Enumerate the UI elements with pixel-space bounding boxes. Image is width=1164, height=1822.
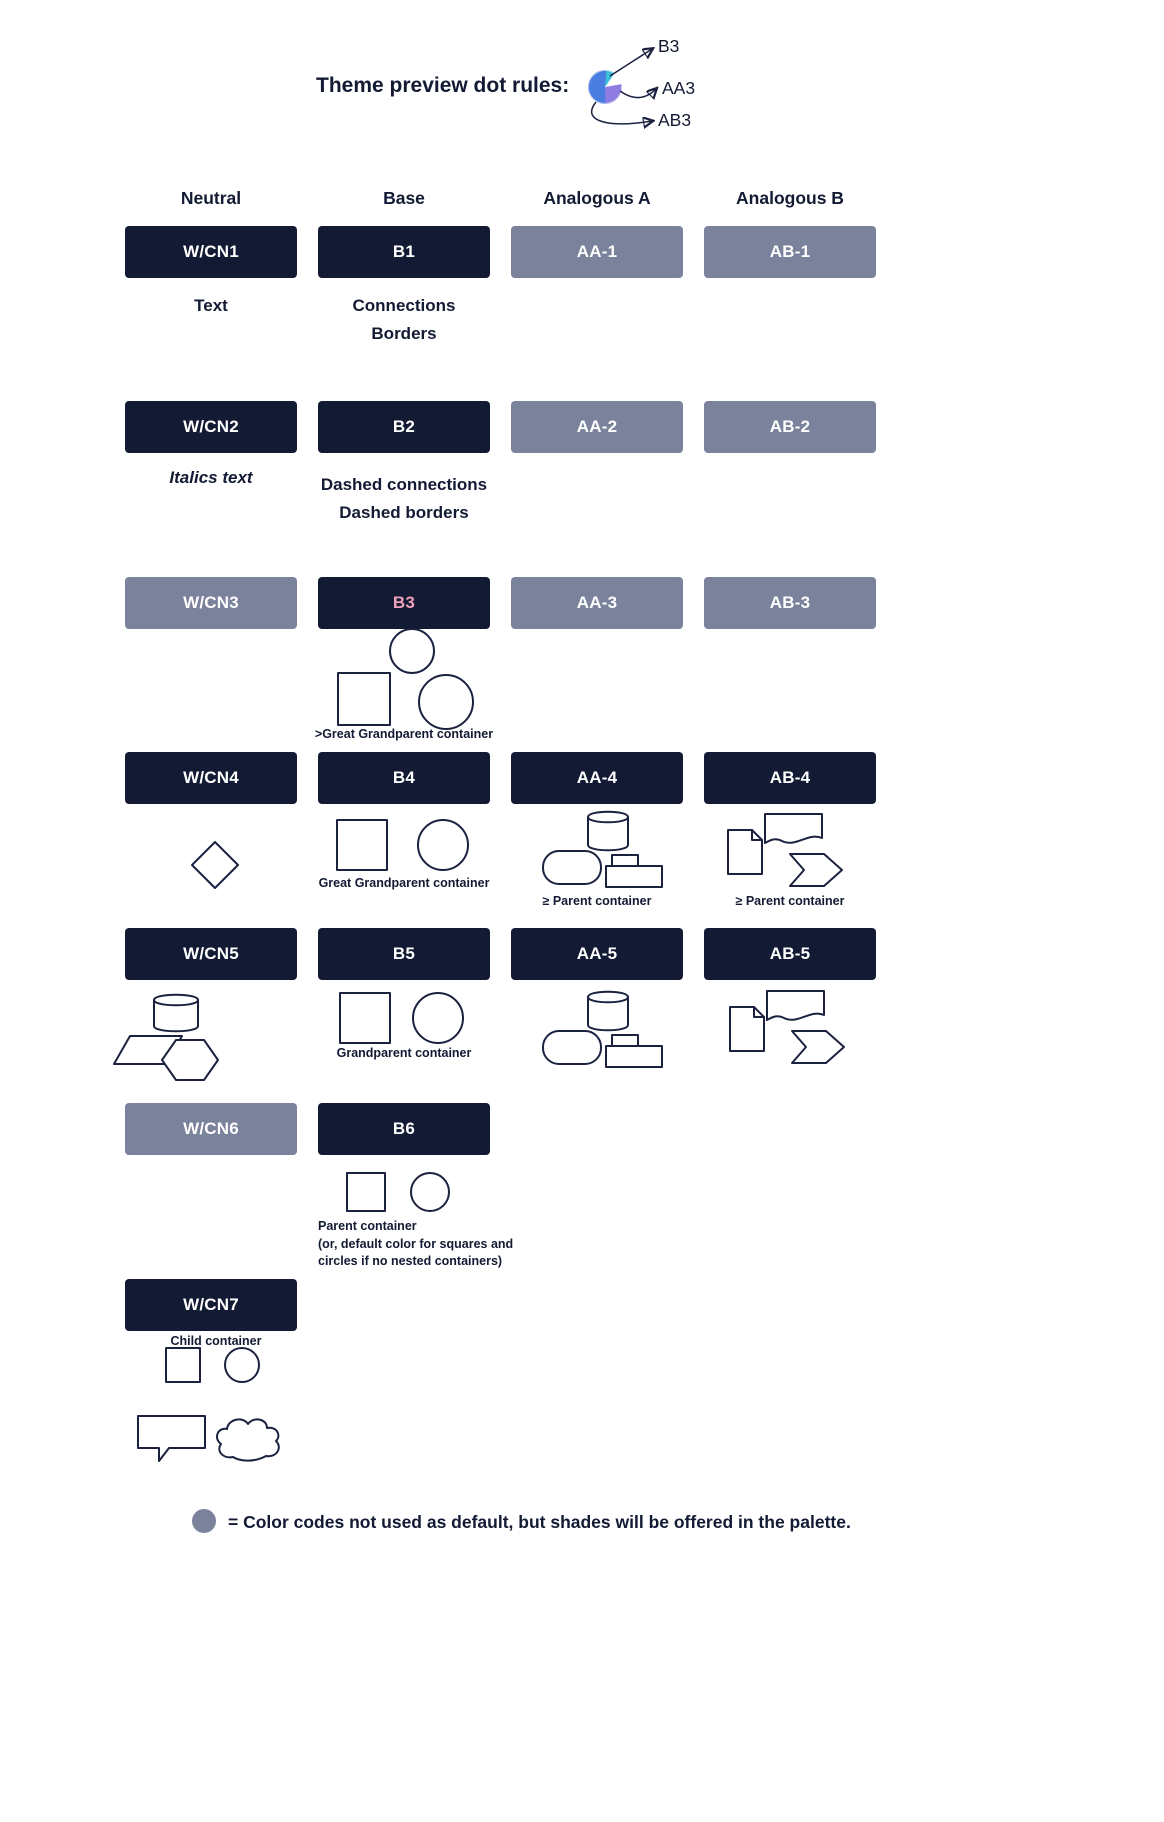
badge-wcn5: W/CN5 <box>125 928 297 980</box>
wave-document-shape <box>766 990 825 1021</box>
folded-note-corner-line <box>753 1006 765 1018</box>
badge-ab2: AB-2 <box>704 401 876 453</box>
wcn5-shape-cluster <box>113 993 219 1081</box>
badge-wcn2: W/CN2 <box>125 401 297 453</box>
cylinder-shape <box>153 993 199 1033</box>
note-dashed-connections: Dashed connections <box>320 475 488 494</box>
wcn4-shape-cluster <box>191 841 239 889</box>
caption-wcn7: Child container <box>170 1334 262 1348</box>
circle-shape <box>412 992 464 1044</box>
caption-aa4: ≥ Parent container <box>542 894 652 908</box>
arrow-to-aa3 <box>619 89 656 97</box>
badge-aa3: AA-3 <box>511 577 683 629</box>
folded-note-shape <box>729 1006 765 1052</box>
wcn7-square-circle-cluster <box>165 1347 260 1383</box>
chevron-shape <box>791 1030 845 1064</box>
caption-b5: Grandparent container <box>336 1046 472 1060</box>
caption-b3: >Great Grandparent container <box>314 727 494 741</box>
square-shape <box>339 992 391 1044</box>
note-text: Text <box>194 296 228 315</box>
column-header-analogous-a: Analogous A <box>543 188 651 208</box>
circle-shape <box>224 1347 260 1383</box>
wcn7-bubble-cloud-cluster <box>137 1415 280 1462</box>
b6-shape-cluster <box>346 1172 450 1212</box>
cloud-shape <box>216 1418 280 1462</box>
badge-wcn1: W/CN1 <box>125 226 297 278</box>
b4-shape-cluster <box>336 819 469 871</box>
folded-note-corner-line <box>751 829 763 841</box>
caption-b6-line1: Parent container <box>318 1219 417 1233</box>
circle-shape <box>389 628 435 674</box>
stored-data-shape <box>542 1030 602 1065</box>
note-dashed-borders: Dashed borders <box>339 503 469 522</box>
ab5-shape-cluster <box>729 990 845 1064</box>
note-connections: Connections <box>352 296 456 315</box>
nested-rect-shape <box>605 865 663 888</box>
square-shape <box>346 1172 386 1212</box>
badge-ab4: AB-4 <box>704 752 876 804</box>
square-shape <box>336 819 388 871</box>
theme-preview-dot-icon <box>588 70 622 104</box>
square-shape <box>337 672 391 726</box>
note-italics-text: Italics text <box>169 468 253 487</box>
badge-wcn7: W/CN7 <box>125 1279 297 1331</box>
badge-ab5: AB-5 <box>704 928 876 980</box>
badge-b1: B1 <box>318 226 490 278</box>
dot-label-ab3: AB3 <box>658 110 692 130</box>
badge-aa1: AA-1 <box>511 226 683 278</box>
cylinder-shape <box>587 810 629 852</box>
dot-label-aa3: AA3 <box>662 78 696 98</box>
arrow-to-b3 <box>609 49 652 77</box>
dot-label-b3: B3 <box>658 36 680 56</box>
badge-wcn4: W/CN4 <box>125 752 297 804</box>
legend-text: = Color codes not used as default, but s… <box>228 1512 851 1532</box>
arrow-to-ab3 <box>590 101 652 124</box>
cylinder-top-line <box>153 999 199 1007</box>
badge-ab3: AB-3 <box>704 577 876 629</box>
aa4-shape-cluster <box>542 810 663 888</box>
note-borders: Borders <box>371 324 437 343</box>
caption-b6-line2: (or, default color for squares and <box>318 1237 514 1251</box>
page-title: Theme preview dot rules: <box>316 74 570 97</box>
badge-b6: B6 <box>318 1103 490 1155</box>
b3-shape-cluster <box>337 628 474 730</box>
badge-ab1: AB-1 <box>704 226 876 278</box>
nested-rect-shape <box>605 1045 663 1068</box>
wave-document-shape <box>764 813 823 844</box>
badge-b5: B5 <box>318 928 490 980</box>
badge-b2: B2 <box>318 401 490 453</box>
badge-b4: B4 <box>318 752 490 804</box>
stored-data-shape <box>542 850 602 885</box>
column-header-neutral: Neutral <box>180 188 242 208</box>
cylinder-top-line <box>587 996 629 1004</box>
badge-aa2: AA-2 <box>511 401 683 453</box>
dot-arrows-icon <box>590 26 712 156</box>
column-header-analogous-b: Analogous B <box>736 188 844 208</box>
folded-note-shape <box>727 829 763 875</box>
aa5-shape-cluster <box>542 990 663 1068</box>
speech-bubble-shape <box>137 1415 206 1462</box>
circle-shape <box>418 674 474 730</box>
chevron-shape <box>789 853 843 887</box>
circle-shape <box>417 819 469 871</box>
badge-aa4: AA-4 <box>511 752 683 804</box>
square-shape <box>165 1347 201 1383</box>
cylinder-top-line <box>587 816 629 824</box>
caption-b4: Great Grandparent container <box>318 876 490 890</box>
diamond-shape <box>191 841 239 889</box>
legend-dot-icon <box>192 1509 216 1533</box>
badge-b3: B3 <box>318 577 490 629</box>
caption-b6-line3: circles if no nested containers) <box>318 1254 503 1268</box>
hexagon-shape <box>161 1039 219 1081</box>
badge-aa5: AA-5 <box>511 928 683 980</box>
column-header-base: Base <box>383 188 425 208</box>
badge-wcn3: W/CN3 <box>125 577 297 629</box>
caption-ab4: ≥ Parent container <box>735 894 845 908</box>
circle-shape <box>410 1172 450 1212</box>
ab4-shape-cluster <box>727 813 843 887</box>
cylinder-shape <box>587 990 629 1032</box>
badge-wcn6: W/CN6 <box>125 1103 297 1155</box>
b5-shape-cluster <box>339 992 464 1044</box>
